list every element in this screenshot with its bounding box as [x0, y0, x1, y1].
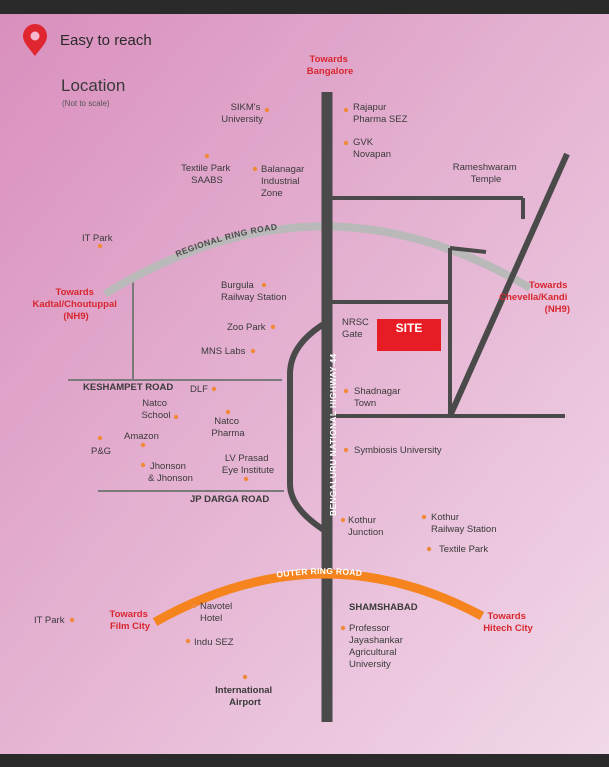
outer-ring-road-label: OUTER RING ROAD	[276, 566, 363, 580]
site-marker	[377, 319, 441, 351]
place-amazon: Amazon	[124, 431, 159, 442]
towards-bangalore: Towards Bangalore	[307, 54, 353, 77]
jp-darga-road-label: JP DARGA ROAD	[190, 494, 269, 505]
regional-ring-road	[102, 222, 533, 298]
place-rajapur: Rajapur Pharma SEZ	[353, 102, 408, 125]
place-natco-pharma: Natco Pharma	[211, 416, 245, 439]
place-it-park-bottom: IT Park	[34, 615, 65, 626]
place-gvk: GVK Novapan	[353, 137, 391, 160]
location-map: Easy to reach Location (Not to scale) RE…	[0, 14, 609, 754]
place-sikms: SIKM's University	[221, 102, 263, 125]
keshampet-road-label: KESHAMPET ROAD	[83, 382, 173, 393]
place-mns-labs: MNS Labs	[201, 346, 246, 357]
place-navotel: Navotel Hotel	[200, 601, 235, 624]
place-balanagar: Balanagar Industrial Zone	[261, 164, 307, 199]
place-pg: P&G	[91, 446, 111, 457]
place-textile-park: Textile Park	[439, 544, 488, 555]
place-indu-sez: Indu SEZ	[194, 637, 234, 648]
place-dlf: DLF	[190, 384, 208, 395]
place-shadnagar: Shadnagar Town	[354, 386, 403, 409]
place-zoo-park: Zoo Park	[227, 322, 266, 333]
place-natco-school: Natco School	[141, 398, 170, 421]
place-professor-jayashankar: Professor Jayashankar Agricultural Unive…	[349, 623, 406, 670]
place-burgula: Burgula Railway Station	[221, 280, 286, 303]
place-shamshabad: SHAMSHABAD	[349, 602, 418, 613]
location-pin-icon	[23, 24, 47, 56]
poi-dots	[69, 107, 432, 680]
header-title: Easy to reach	[60, 32, 152, 49]
highway-label: BENGALURU NATIONAL HIGHWAY-44	[328, 353, 338, 516]
towards-kadtal: Towards Kadtal/Choutuppal (NH9)	[32, 287, 119, 322]
map-background	[0, 14, 609, 754]
place-jhonson: Jhonson & Jhonson	[148, 461, 193, 484]
place-kothur-railway: Kothur Railway Station	[431, 512, 496, 535]
legend-subtitle: (Not to scale)	[62, 99, 110, 108]
place-it-park-top: IT Park	[82, 233, 113, 244]
legend-title: Location	[61, 76, 125, 95]
towards-chevella: Towards Chevella/Kandi (NH9)	[499, 280, 570, 315]
place-airport: International Airport	[215, 685, 275, 708]
place-lv-prasad: LV Prasad Eye Institute	[222, 453, 274, 476]
place-rameshwaram: Rameshwaram Temple	[453, 162, 520, 185]
place-nrsc: NRSC Gate	[342, 317, 372, 340]
place-kothur-junction: Kothur Junction	[348, 515, 383, 538]
outer-ring-road	[152, 569, 485, 626]
location-map-panel: Easy to reach Location (Not to scale) RE…	[0, 14, 609, 754]
site-label: SITE	[396, 321, 423, 335]
towards-film-city: Towards Film City	[110, 609, 151, 632]
place-textile-saabs: Textile Park SAABS	[181, 163, 233, 186]
towards-hitech-city: Towards Hitech City	[483, 611, 533, 634]
road-network	[287, 152, 570, 535]
place-symbiosis: Symbiosis University	[354, 445, 442, 456]
